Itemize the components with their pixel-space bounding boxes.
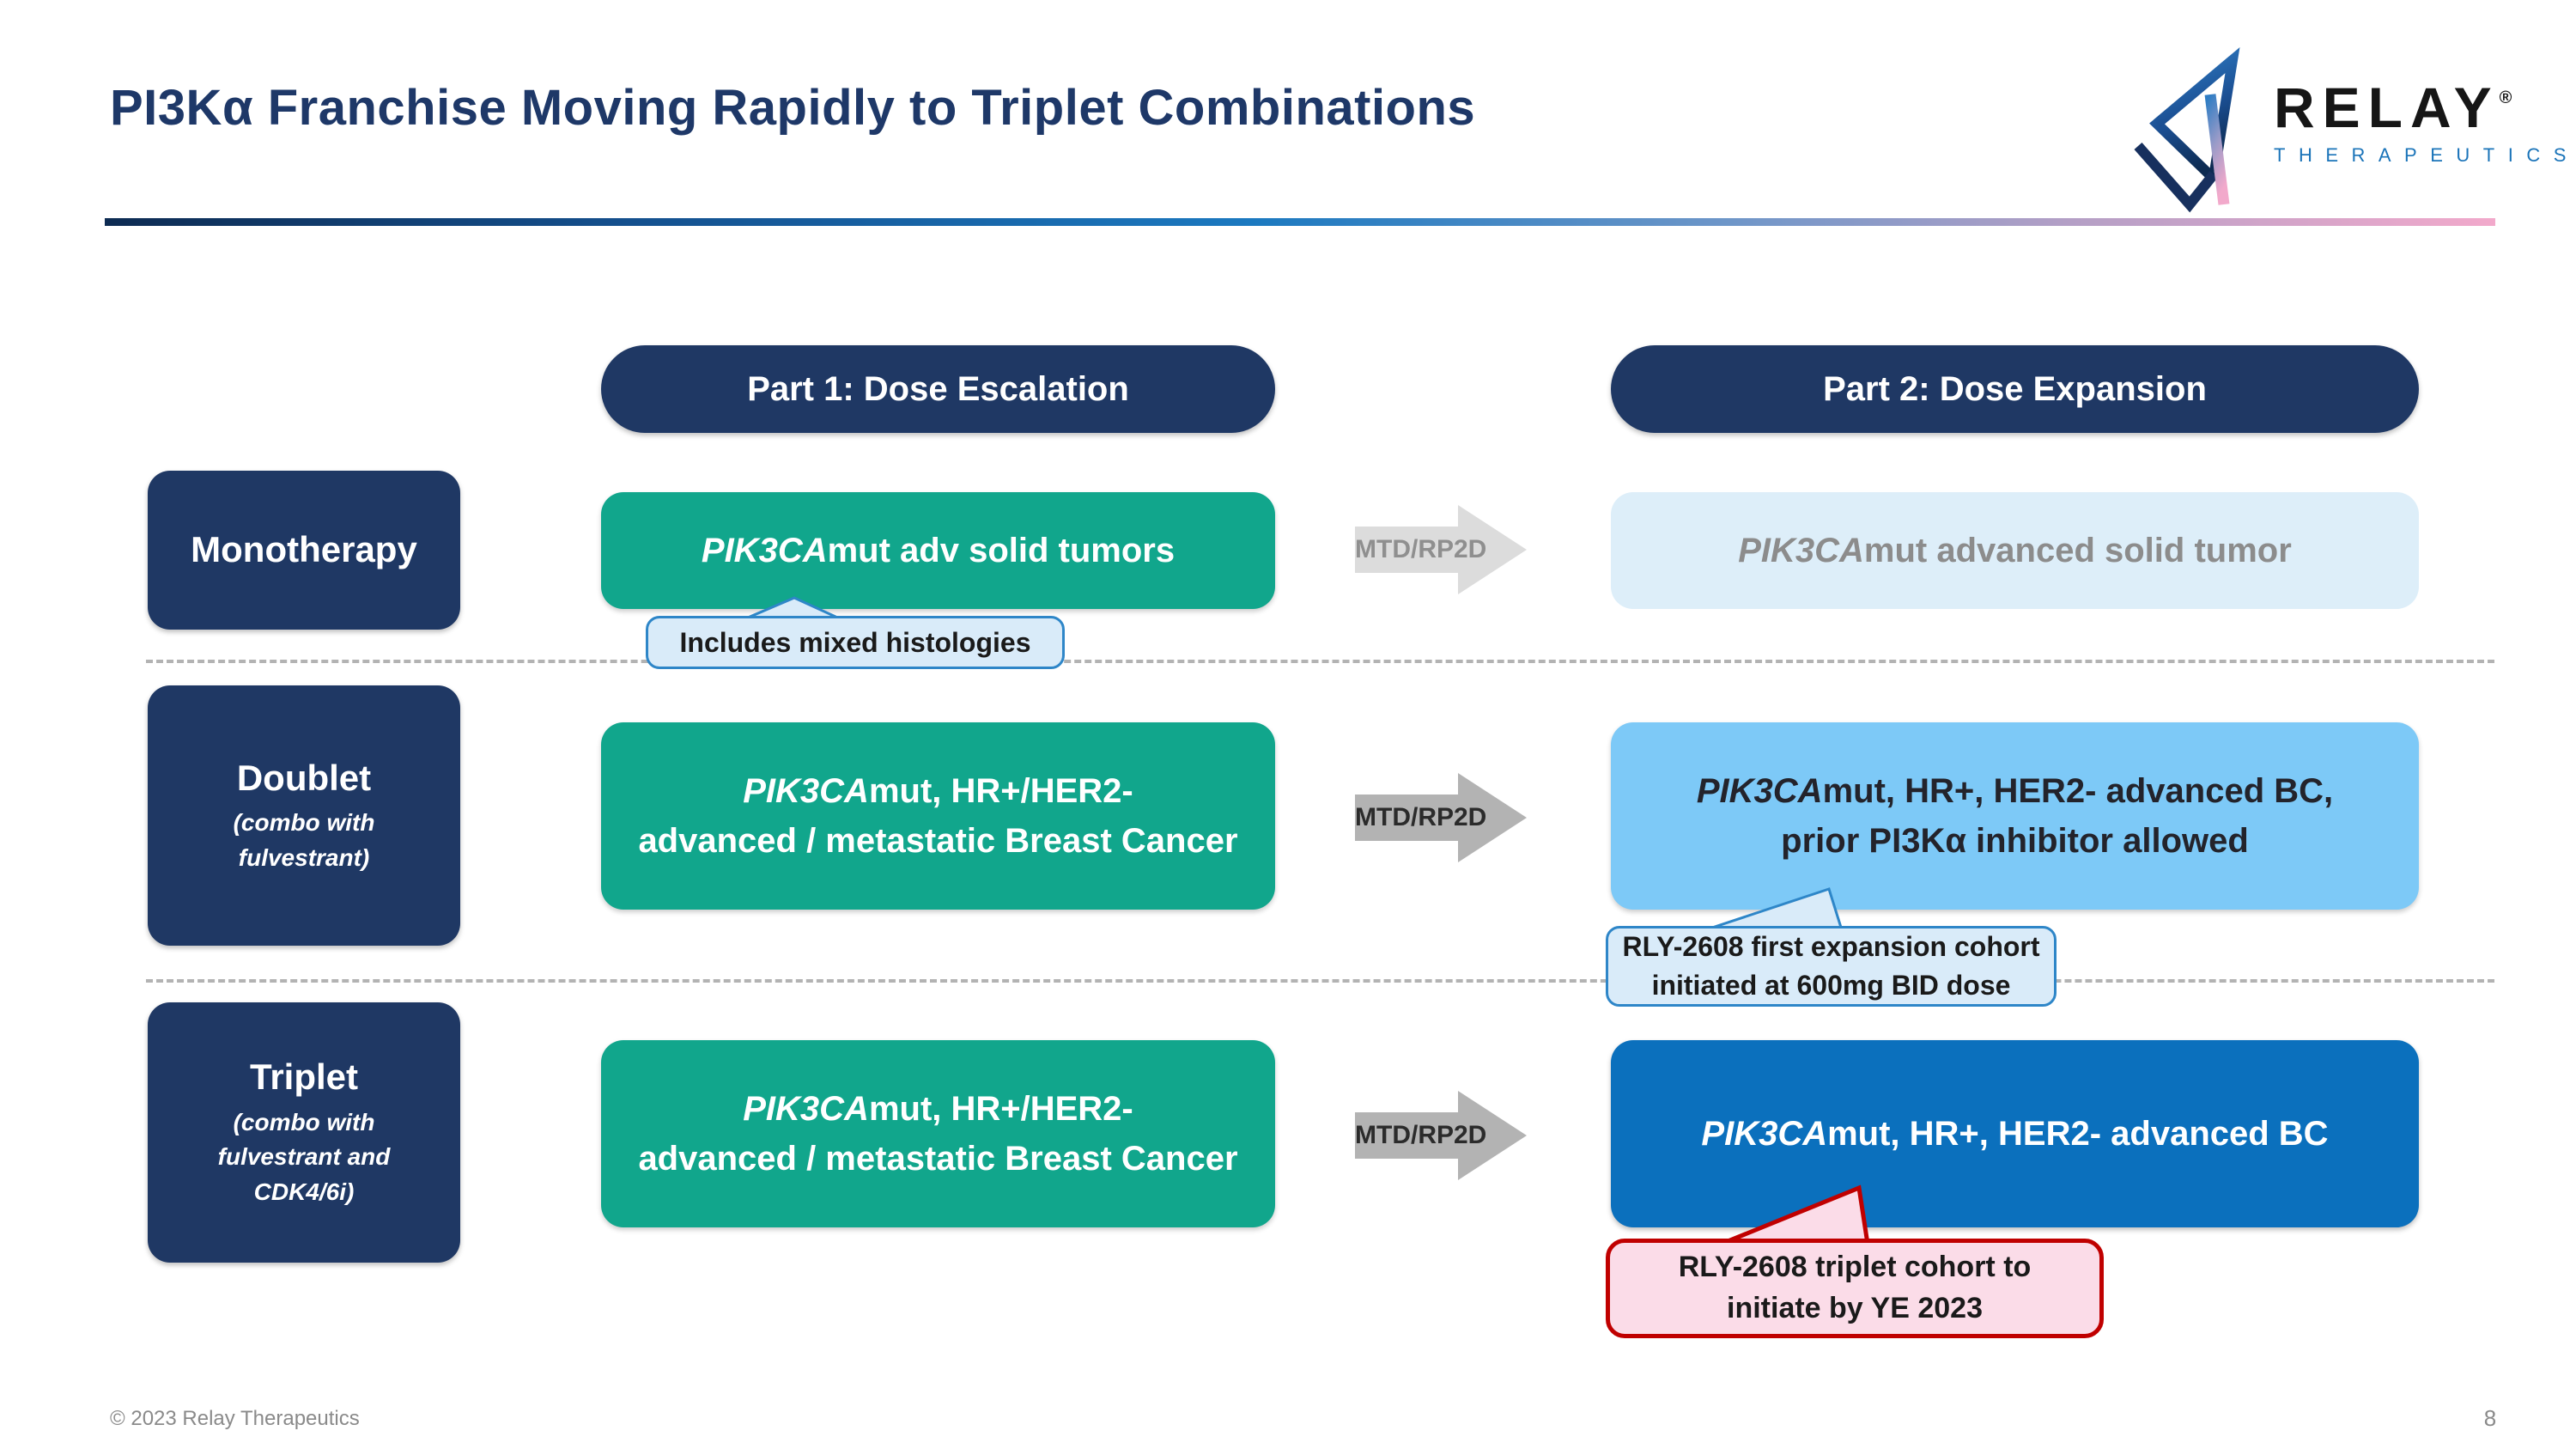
escalation-box-doublet: PIK3CAmut, HR+/HER2- advanced / metastat… [601,722,1275,910]
expansion-box-doublet: PIK3CAmut, HR+, HER2- advanced BC, prior… [1611,722,2419,910]
registered-mark: ® [2499,88,2512,107]
row-separator-2 [146,979,2494,983]
row2-expansion-line2: prior PI3Kα inhibitor allowed [1781,822,2249,860]
row2-escalation-line2: advanced / metastatic Breast Cancer [638,822,1238,860]
row3-callout-line2: initiate by YE 2023 [1727,1292,1983,1324]
arrow-mtd-rp2d-row3: MTD/RP2D [1355,1091,1527,1180]
page-title: PI3Kα Franchise Moving Rapidly to Triple… [110,80,1476,136]
escalation-box-triplet: PIK3CAmut, HR+/HER2- advanced / metastat… [601,1040,1275,1227]
callout-pointer-row3 [1721,1184,1870,1246]
row1-esc-gene: PIK3CA [701,532,828,569]
relay-logo-icon [2134,47,2240,213]
part1-label: Part 1: Dose Escalation [747,369,1129,408]
footer-copyright: © 2023 Relay Therapeutics [110,1407,360,1430]
row1-label-text: Monotherapy [191,529,417,570]
row3-exp-rest: mut, HR+, HER2- advanced BC [1827,1115,2329,1153]
arrow-mtd-rp2d-row2: MTD/RP2D [1355,773,1527,862]
row2-esc-gene: PIK3CA [743,772,869,810]
expansion-box-monotherapy: PIK3CAmut advanced solid tumor [1611,492,2419,609]
callout-rly2608-expansion: RLY-2608 first expansion cohort initiate… [1606,926,2057,1007]
row3-callout-line1: RLY-2608 triplet cohort to [1678,1251,2032,1284]
escalation-box-monotherapy: PIK3CAmut adv solid tumors [601,492,1275,609]
row1-exp-rest: mut advanced solid tumor [1863,532,2292,569]
row2-escalation-line1: PIK3CAmut, HR+/HER2- [743,766,1133,816]
row1-expansion-text: PIK3CAmut advanced solid tumor [1738,526,2292,575]
row2-callout-line2: initiated at 600mg BID dose [1651,970,2011,1001]
row2-exp-rest: mut, HR+, HER2- advanced BC, [1822,772,2334,810]
row2-exp-gene: PIK3CA [1696,772,1823,810]
callout-mixed-histologies: Includes mixed histologies [646,616,1065,669]
row3-label-text: Triplet [249,1056,359,1098]
callout-rly2608-triplet: RLY-2608 triplet cohort to initiate by Y… [1606,1239,2104,1338]
row2-sublabel-text: (combo with fulvestrant) [233,809,375,871]
header-part2-dose-expansion: Part 2: Dose Expansion [1611,345,2419,433]
row3-esc-rest: mut, HR+/HER2- [868,1090,1133,1128]
callout-pointer-row2 [1704,887,1844,932]
logo-brand-text: RELAY [2274,76,2500,139]
row3-sublabel-text: (combo with fulvestrant and CDK4/6i) [217,1108,391,1206]
relay-logo-wordmark: RELAY® THERAPEUTICS [2274,76,2576,167]
row3-exp-gene: PIK3CA [1701,1115,1828,1153]
row-separator-1 [146,660,2494,663]
row3-escalation-line2: advanced / metastatic Breast Cancer [638,1140,1238,1178]
row2-callout-line1: RLY-2608 first expansion cohort [1622,931,2040,963]
part2-label: Part 2: Dose Expansion [1823,369,2207,408]
row-label-monotherapy: Monotherapy [148,471,460,630]
row2-label-text: Doublet [236,757,372,798]
row1-escalation-text: PIK3CAmut adv solid tumors [702,526,1175,575]
row-label-triplet: Triplet (combo with fulvestrant and CDK4… [148,1002,460,1263]
row2-arrow-label: MTD/RP2D [1355,803,1487,831]
row1-esc-rest: mut adv solid tumors [827,532,1176,569]
row2-esc-rest: mut, HR+/HER2- [868,772,1133,810]
arrow-mtd-rp2d-row1: MTD/RP2D [1355,505,1527,594]
row1-exp-gene: PIK3CA [1738,532,1864,569]
title-divider [105,218,2495,226]
row1-arrow-label: MTD/RP2D [1355,535,1487,563]
header-part1-dose-escalation: Part 1: Dose Escalation [601,345,1275,433]
row-label-doublet: Doublet (combo with fulvestrant) [148,685,460,946]
logo-subtitle-text: THERAPEUTICS [2274,144,2576,166]
row3-expansion-text: PIK3CAmut, HR+, HER2- advanced BC [1701,1109,2328,1159]
page-number: 8 [2483,1405,2497,1431]
row3-esc-gene: PIK3CA [743,1090,869,1128]
row3-escalation-line1: PIK3CAmut, HR+/HER2- [743,1084,1133,1134]
expansion-box-triplet: PIK3CAmut, HR+, HER2- advanced BC [1611,1040,2419,1227]
row2-expansion-line1: PIK3CAmut, HR+, HER2- advanced BC, [1697,766,2333,816]
row1-callout-line1: Includes mixed histologies [679,626,1031,658]
row3-arrow-label: MTD/RP2D [1355,1121,1487,1149]
